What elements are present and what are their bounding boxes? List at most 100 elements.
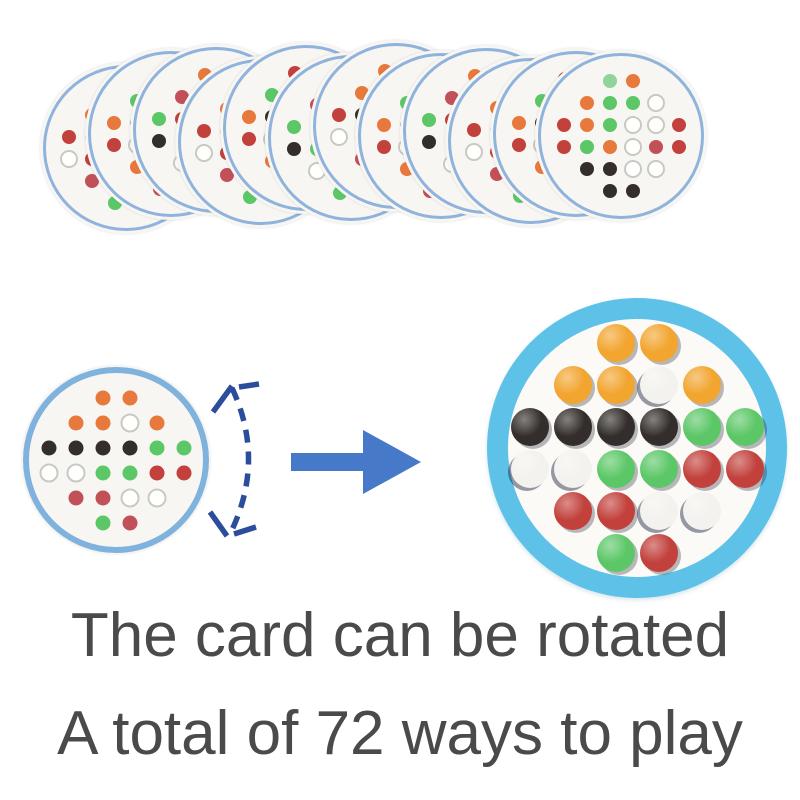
card-dot [331, 108, 346, 122]
card-dot [95, 465, 110, 480]
card-dot [623, 160, 642, 178]
card-dot [149, 415, 164, 430]
card-dot [421, 135, 436, 149]
card-dot [68, 415, 83, 430]
card-dot [120, 488, 139, 507]
card-dot [466, 123, 481, 137]
pom-pom [639, 450, 678, 488]
card-dot [241, 132, 256, 146]
card-dot [648, 140, 663, 154]
card-dot [176, 465, 191, 480]
card-dot [579, 96, 594, 110]
card-dot [68, 440, 83, 455]
card-dot [646, 116, 665, 134]
card-dot [602, 162, 617, 176]
pom-pom [682, 492, 721, 530]
card-dot [625, 184, 640, 198]
rotation-arrow-icon [207, 381, 260, 538]
card-dot [376, 118, 391, 132]
card-dot [106, 116, 121, 130]
pom-pom [639, 492, 678, 530]
card-dot [149, 465, 164, 480]
card-dot [602, 74, 617, 88]
caption: The card can be rotated A total of 72 wa… [0, 605, 800, 785]
pom-pom [639, 534, 678, 572]
card-dot [68, 490, 83, 505]
right-arrow-icon [291, 430, 421, 494]
pom-pom [639, 408, 678, 446]
felt-board [487, 298, 787, 598]
pom-pom [682, 366, 721, 404]
card-dot [623, 116, 642, 134]
pom-pom [596, 324, 635, 362]
pom-pom [596, 450, 635, 488]
pom-pom [725, 408, 764, 446]
card-dot [122, 515, 137, 530]
card-dot [579, 140, 594, 154]
card-dot [59, 150, 78, 168]
pom-pom [553, 366, 592, 404]
card-dot [95, 490, 110, 505]
card-dot [241, 110, 256, 124]
card-dot [149, 440, 164, 455]
pom-pom [553, 492, 592, 530]
card-dot [95, 515, 110, 530]
card-dot [556, 140, 571, 154]
card-ring [23, 367, 209, 553]
card-dot [194, 144, 213, 162]
card-dot [151, 112, 166, 126]
card-dot [464, 143, 483, 161]
pom-pom [596, 534, 635, 572]
card-dot [602, 140, 617, 154]
pom-pom [510, 450, 549, 488]
pom-pom [596, 492, 635, 530]
card-dot [286, 142, 301, 156]
pom-pom [553, 450, 592, 488]
card-dot [61, 130, 76, 144]
card-dot [625, 96, 640, 110]
card-dot [95, 440, 110, 455]
deck-card [535, 50, 707, 222]
card-dot [106, 138, 121, 152]
pom-pom [553, 408, 592, 446]
card-dot [196, 124, 211, 138]
card-dot [646, 160, 665, 178]
pom-pom [682, 450, 721, 488]
card-dot [511, 116, 526, 130]
pom-pom [725, 450, 764, 488]
card-dot [95, 415, 110, 430]
card-dot [66, 463, 85, 482]
felt-board-surface [508, 319, 766, 577]
caption-line-1: The card can be rotated [70, 601, 730, 670]
card-dot [286, 120, 301, 134]
pom-pom [639, 324, 678, 362]
card-dot [151, 134, 166, 148]
card-dot [511, 138, 526, 152]
card-dot [646, 94, 665, 112]
card-dot [556, 118, 571, 132]
card-dot [147, 488, 166, 507]
card-dot [176, 440, 191, 455]
card-dot [376, 140, 391, 154]
card-dot [122, 440, 137, 455]
card-dot [671, 118, 686, 132]
card-ring [538, 53, 704, 219]
card-dot [421, 113, 436, 127]
card-dot [602, 184, 617, 198]
card-dot [41, 440, 56, 455]
card-dot [602, 96, 617, 110]
pom-pom [682, 408, 721, 446]
sample-card [22, 366, 210, 554]
pom-pom [596, 408, 635, 446]
card-dot [579, 162, 594, 176]
pom-pom [639, 366, 678, 404]
pom-pom [510, 408, 549, 446]
card-dot [625, 74, 640, 88]
card-dot [602, 118, 617, 132]
card-dot [95, 390, 110, 405]
card-dot [120, 413, 139, 432]
card-dot [122, 465, 137, 480]
card-dot [329, 128, 348, 146]
card-dot [579, 118, 594, 132]
